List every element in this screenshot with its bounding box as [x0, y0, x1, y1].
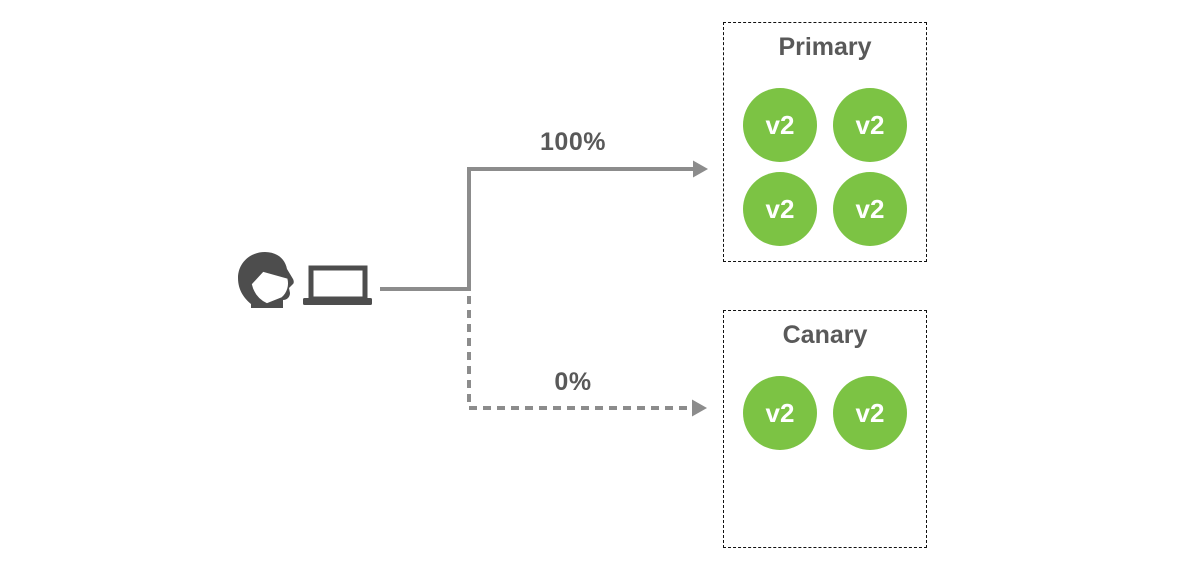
canary-node-v2: v2	[833, 376, 907, 450]
route-line-canary	[467, 296, 691, 410]
arrowhead-primary-icon	[693, 160, 708, 178]
canary-node-grid: v2 v2	[743, 376, 907, 450]
canary-group-box: Canary v2 v2	[723, 310, 927, 548]
primary-group-title: Primary	[778, 33, 872, 61]
primary-group-box: Primary v2 v2 v2 v2	[723, 22, 927, 262]
arrowhead-canary-icon	[692, 399, 707, 417]
route-line-primary	[380, 167, 694, 291]
primary-node-v2: v2	[743, 88, 817, 162]
canary-group-title: Canary	[782, 321, 868, 349]
laptop-icon	[303, 265, 372, 305]
primary-node-v2: v2	[833, 88, 907, 162]
route-label-primary: 100%	[540, 128, 606, 156]
route-label-canary: 0%	[554, 368, 592, 396]
primary-node-grid: v2 v2 v2 v2	[743, 88, 907, 246]
primary-node-v2: v2	[743, 172, 817, 246]
person-with-mask-icon	[238, 252, 294, 308]
canary-node-v2: v2	[743, 376, 817, 450]
primary-node-v2: v2	[833, 172, 907, 246]
